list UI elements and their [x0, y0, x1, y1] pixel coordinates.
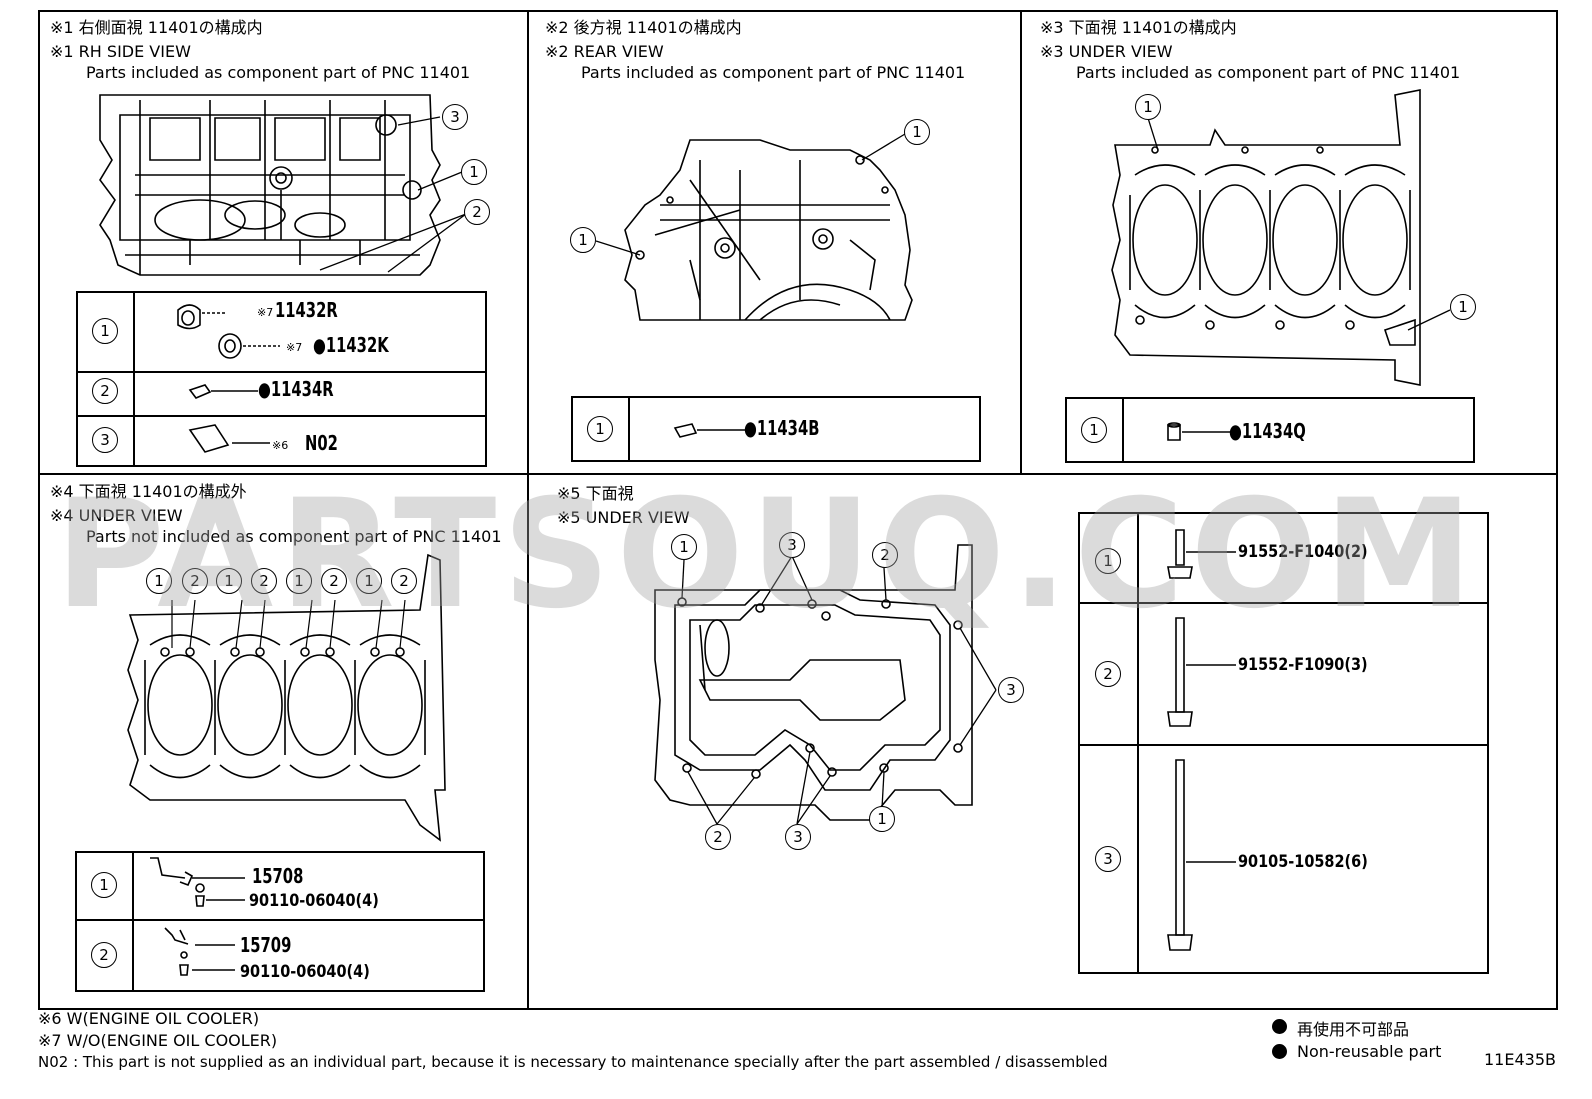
panel5-title-en: ※5 UNDER VIEW [557, 508, 690, 527]
divider-h1 [38, 473, 1558, 475]
table-row [78, 415, 485, 467]
diagram-frame [38, 10, 1558, 1010]
part-number[interactable]: 11432R [275, 298, 338, 322]
part-number[interactable]: ●11434B [744, 416, 820, 440]
callout-2: 2 [872, 542, 898, 568]
footnote-6: ※6 W(ENGINE OIL COOLER) [38, 1009, 260, 1028]
divider-v2 [1020, 10, 1022, 475]
part-number[interactable]: ●11434Q [1229, 419, 1306, 443]
callout-3: 3 [785, 824, 811, 850]
rh-side-view-drawing [99, 94, 441, 276]
callout-1: 1 [1450, 294, 1476, 320]
row-number: 2 [1095, 661, 1121, 687]
callout-1: 1 [461, 159, 487, 185]
row-number: 1 [1081, 417, 1107, 443]
parts-table-rh-side: 1 2 3 [76, 291, 487, 467]
row-number: 2 [92, 378, 118, 404]
callout-2: 2 [464, 199, 490, 225]
parts-table-bolts: 1 2 3 [1078, 512, 1489, 974]
panel3-subtitle: Parts included as component part of PNC … [1076, 63, 1461, 82]
part-number[interactable]: 15708 [252, 864, 304, 888]
note-marker: ※6 [272, 439, 289, 452]
panel2-subtitle: Parts included as component part of PNC … [581, 63, 966, 82]
callout-1: 1 [1135, 94, 1161, 120]
illustration-code: 11E435B [1484, 1050, 1556, 1069]
parts-table-oil-jet: 1 2 [75, 851, 485, 992]
callout-1: 1 [216, 568, 242, 594]
panel2-title-jp: ※2 後方視 11401の構成内 [545, 18, 742, 37]
callout-3: 3 [998, 677, 1024, 703]
footnote-n02: N02 : This part is not supplied as an in… [38, 1053, 1108, 1071]
under-view-drawing-5 [654, 544, 973, 821]
table-row [77, 919, 483, 992]
bolt-part-number[interactable]: 90110-06040(4) [249, 891, 379, 911]
table-row [78, 371, 485, 417]
panel4-title-en: ※4 UNDER VIEW [50, 506, 183, 525]
row-number: 1 [91, 872, 117, 898]
callout-3: 3 [442, 104, 468, 130]
parts-table-rear: 1 [571, 396, 981, 462]
callout-1: 1 [356, 568, 382, 594]
panel5-title-jp: ※5 下面視 [557, 484, 634, 503]
callout-2: 2 [321, 568, 347, 594]
bolt-part-number[interactable]: 90110-06040(4) [240, 962, 370, 982]
callout-1: 1 [570, 227, 596, 253]
legend-label-jp: 再使用不可部品 [1297, 1020, 1410, 1039]
callout-1: 1 [671, 534, 697, 560]
note-marker: ※7 [286, 341, 303, 354]
callout-2: 2 [391, 568, 417, 594]
callout-1: 1 [146, 568, 172, 594]
table-row [1080, 744, 1487, 974]
panel4-title-jp: ※4 下面視 11401の構成外 [50, 482, 247, 501]
part-icons [150, 304, 1236, 976]
callout-1: 1 [286, 568, 312, 594]
panel1-title-jp: ※1 右側面視 11401の構成内 [50, 18, 263, 37]
row-number: 2 [91, 942, 117, 968]
rear-view-drawing [624, 139, 913, 321]
panel2-title-en: ※2 REAR VIEW [545, 42, 664, 61]
callout-2: 2 [705, 824, 731, 850]
callout-1: 1 [869, 806, 895, 832]
panel1-subtitle: Parts included as component part of PNC … [86, 63, 471, 82]
parts-table-under: 1 [1065, 397, 1475, 463]
callout-2: 2 [182, 568, 208, 594]
part-number[interactable]: 91552-F1090(3) [1238, 655, 1368, 675]
under-view-drawing-3 [1111, 89, 1421, 386]
part-number[interactable]: ●11434R [258, 377, 334, 401]
panel3-title-en: ※3 UNDER VIEW [1040, 42, 1173, 61]
callout-3: 3 [779, 532, 805, 558]
note-marker: ※7 [257, 306, 274, 319]
part-number[interactable]: 91552-F1040(2) [1238, 542, 1368, 562]
part-number[interactable]: N02 [305, 431, 338, 455]
callout-1: 1 [904, 119, 930, 145]
legend-label-en: Non-reusable part [1297, 1042, 1442, 1061]
row-number: 1 [92, 318, 118, 344]
under-view-drawing-4 [127, 553, 446, 842]
panel4-subtitle: Parts not included as component part of … [86, 527, 502, 546]
row-number: 3 [92, 427, 118, 453]
footnote-7: ※7 W/O(ENGINE OIL COOLER) [38, 1031, 278, 1050]
row-number: 1 [587, 416, 613, 442]
legend-bullet-icon [1272, 1019, 1287, 1034]
callout-2: 2 [251, 568, 277, 594]
part-number[interactable]: 15709 [240, 933, 292, 957]
part-number[interactable]: 90105-10582(6) [1238, 852, 1368, 872]
row-number: 1 [1095, 548, 1121, 574]
panel3-title-jp: ※3 下面視 11401の構成内 [1040, 18, 1237, 37]
divider-v1 [527, 10, 529, 1010]
table-row [1080, 602, 1487, 746]
part-number[interactable]: ●11432K [313, 333, 389, 357]
legend-bullet-icon [1272, 1044, 1287, 1059]
panel1-title-en: ※1 RH SIDE VIEW [50, 42, 191, 61]
row-number: 3 [1095, 846, 1121, 872]
leader-lines [319, 116, 1451, 825]
